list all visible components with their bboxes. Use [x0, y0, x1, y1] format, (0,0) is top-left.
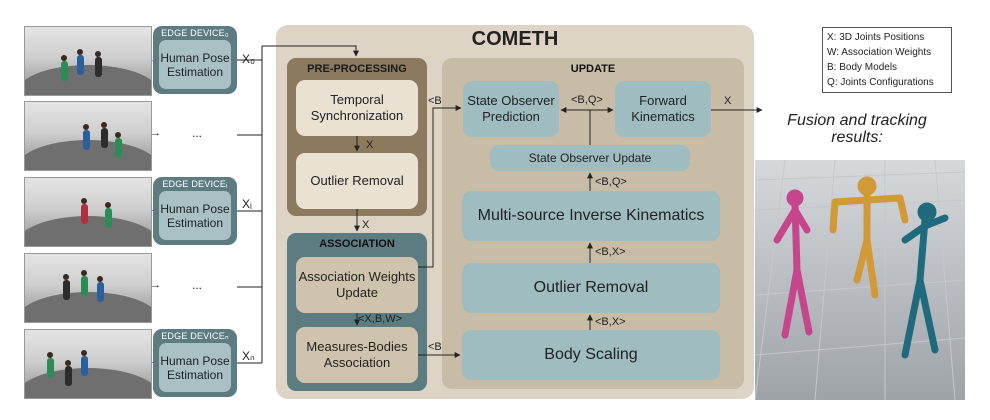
update-bq-mid-label: <B,Q>	[595, 176, 627, 188]
legend-item: X: 3D Joints Positions	[827, 32, 925, 43]
arrow-icon: →	[150, 127, 161, 139]
association-title: ASSOCIATION	[319, 238, 395, 250]
body-scaling-box: Body Scaling	[462, 330, 720, 380]
update-outlier-box: Outlier Removal	[462, 263, 720, 313]
edge-device-title: EDGE DEVICEₙ	[161, 331, 229, 341]
legend-item: Q: Joints Configurations	[827, 77, 934, 88]
update-bx-2-label: <B,X>	[595, 316, 626, 328]
legend-item: B: Body Models	[827, 62, 898, 73]
device-output-label: X₀	[242, 52, 255, 66]
ellipsis: ...	[192, 126, 203, 140]
update-bq-top-label: <B,Q>	[571, 94, 603, 106]
temporal-sync-box: Temporal Synchronization	[296, 80, 418, 136]
camera-view-0	[24, 26, 152, 96]
state-observer-update-box: State Observer Update	[490, 145, 690, 171]
camera-view-3	[24, 253, 152, 323]
edge-device-0: EDGE DEVICE₀ Human Pose Estimation	[153, 26, 237, 94]
legend-item: W: Association Weights	[827, 47, 932, 58]
arrow-icon: →	[150, 279, 161, 291]
update-title: UPDATE	[570, 63, 616, 75]
pose-estimation-box: Human Pose Estimation	[159, 343, 231, 392]
camera-view-1	[24, 101, 152, 171]
diagram-title: COMETH	[471, 27, 559, 50]
assoc-xbw-label: <X,B,W>	[358, 313, 403, 325]
skeleton-orange	[829, 176, 909, 299]
state-observer-prediction-box: State Observer Prediction	[463, 81, 559, 137]
preprocessing-title: PRE-PROCESSING	[307, 63, 407, 75]
skeleton-pink	[773, 189, 813, 339]
pose-estimation-box: Human Pose Estimation	[159, 191, 231, 240]
preproc-out-label: X	[362, 219, 370, 231]
edge-device-n: EDGE DEVICEₙ Human Pose Estimation	[153, 329, 237, 397]
edge-device-i: EDGE DEVICEᵢ Human Pose Estimation	[153, 177, 237, 245]
measures-bodies-box: Measures-Bodies Association	[296, 327, 418, 383]
update-x-out-label: X	[724, 95, 732, 107]
ellipsis: ...	[192, 278, 203, 292]
pose-estimation-box: Human Pose Estimation	[159, 40, 231, 89]
update-bx-1-label: <B,X>	[595, 246, 626, 258]
skeleton-teal	[901, 202, 949, 359]
edge-device-title: EDGE DEVICE₀	[161, 28, 229, 38]
camera-view-4	[24, 329, 152, 399]
preproc-x-label: X	[366, 139, 374, 151]
forward-kinematics-box: Forward Kinematics	[615, 81, 711, 137]
preproc-outlier-box: Outlier Removal	[296, 153, 418, 209]
results-caption: Fusion and tracking results:	[787, 112, 927, 146]
mik-box: Multi-source Inverse Kinematics	[462, 191, 720, 241]
tracking-results-render	[755, 160, 965, 400]
device-output-label: Xₙ	[242, 349, 255, 363]
association-weights-box: Association Weights Update	[296, 257, 418, 313]
legend-box: X: 3D Joints Positions W: Association We…	[822, 27, 952, 93]
camera-view-2	[24, 177, 152, 247]
device-output-label: Xᵢ	[242, 197, 252, 211]
edge-device-title: EDGE DEVICEᵢ	[162, 179, 228, 189]
